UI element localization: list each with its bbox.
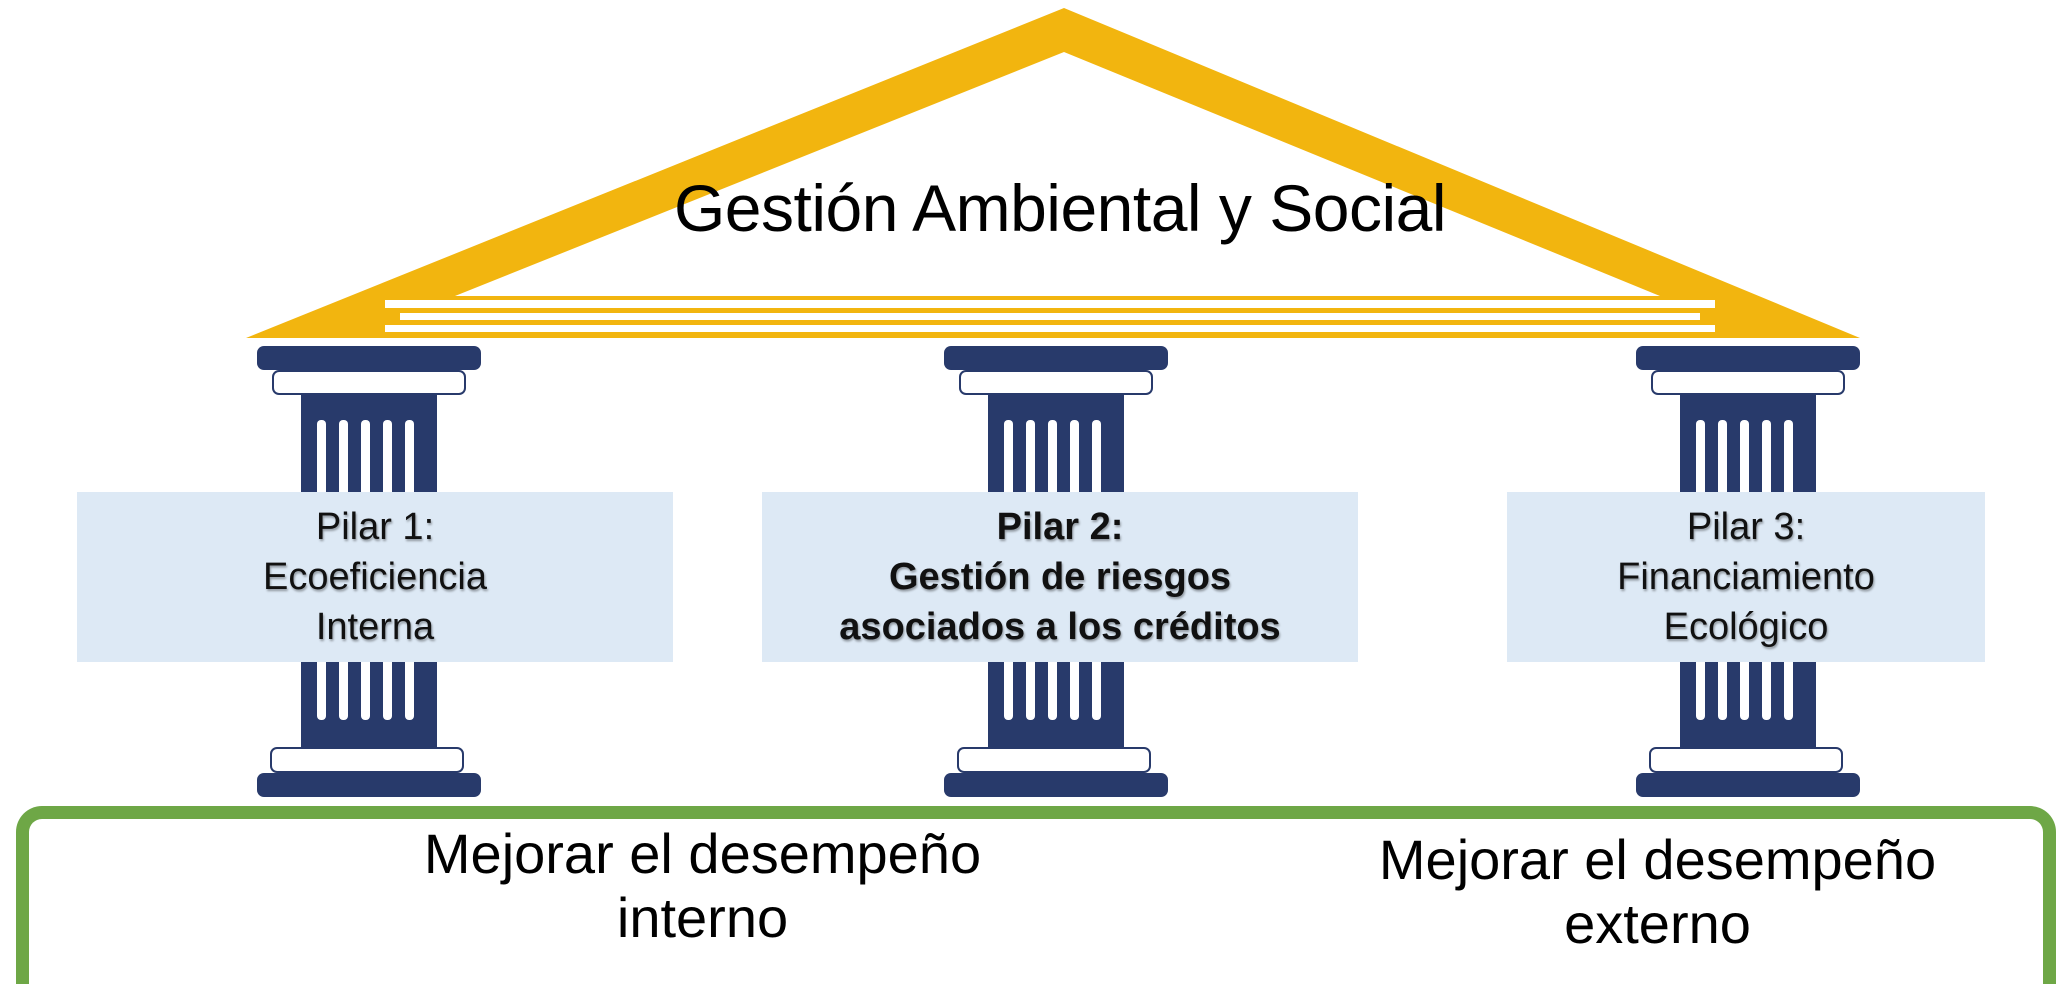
foundation-box bbox=[16, 806, 2056, 984]
pillar-1-line-3: Interna bbox=[315, 606, 435, 648]
pillar-label-2: Pilar 2: Gestión de riesgos asociados a … bbox=[762, 492, 1358, 662]
pillar-2-line-2: Gestión de riesgos bbox=[888, 556, 1232, 598]
pillar-2-line-3: asociados a los créditos bbox=[839, 606, 1281, 648]
pillar-1-line-1: Pilar 1: bbox=[315, 506, 435, 548]
pillar-label-3: Pilar 3: Financiamiento Ecológico bbox=[1507, 492, 1985, 662]
foundation-right-line-2: externo bbox=[1564, 892, 1751, 955]
pillar-3-line-2: Financiamiento bbox=[1617, 556, 1875, 598]
pillar-label-1: Pilar 1: Ecoeficiencia Interna bbox=[77, 492, 673, 662]
roof-stripe bbox=[385, 325, 1715, 332]
foundation-right-line-1: Mejorar el desempeño bbox=[1378, 828, 1937, 891]
foundation-text-external: Mejorar el desempeño externo bbox=[1365, 828, 1950, 956]
foundation-left-line-2: interno bbox=[616, 886, 789, 949]
roof-stripe bbox=[385, 300, 1715, 308]
pillar-3-line-3: Ecológico bbox=[1663, 606, 1829, 648]
pillar-3-line-1: Pilar 3: bbox=[1686, 506, 1806, 548]
pillar-2-line-1: Pilar 2: bbox=[996, 506, 1124, 548]
roof bbox=[246, 8, 1860, 338]
foundation-left-line-1: Mejorar el desempeño bbox=[423, 822, 982, 885]
roof-stripe bbox=[400, 313, 1700, 320]
roof-title: Gestión Ambiental y Social bbox=[673, 171, 1447, 245]
foundation-text-internal: Mejorar el desempeño interno bbox=[400, 822, 1005, 950]
pillar-1-line-2: Ecoeficiencia bbox=[263, 556, 487, 598]
